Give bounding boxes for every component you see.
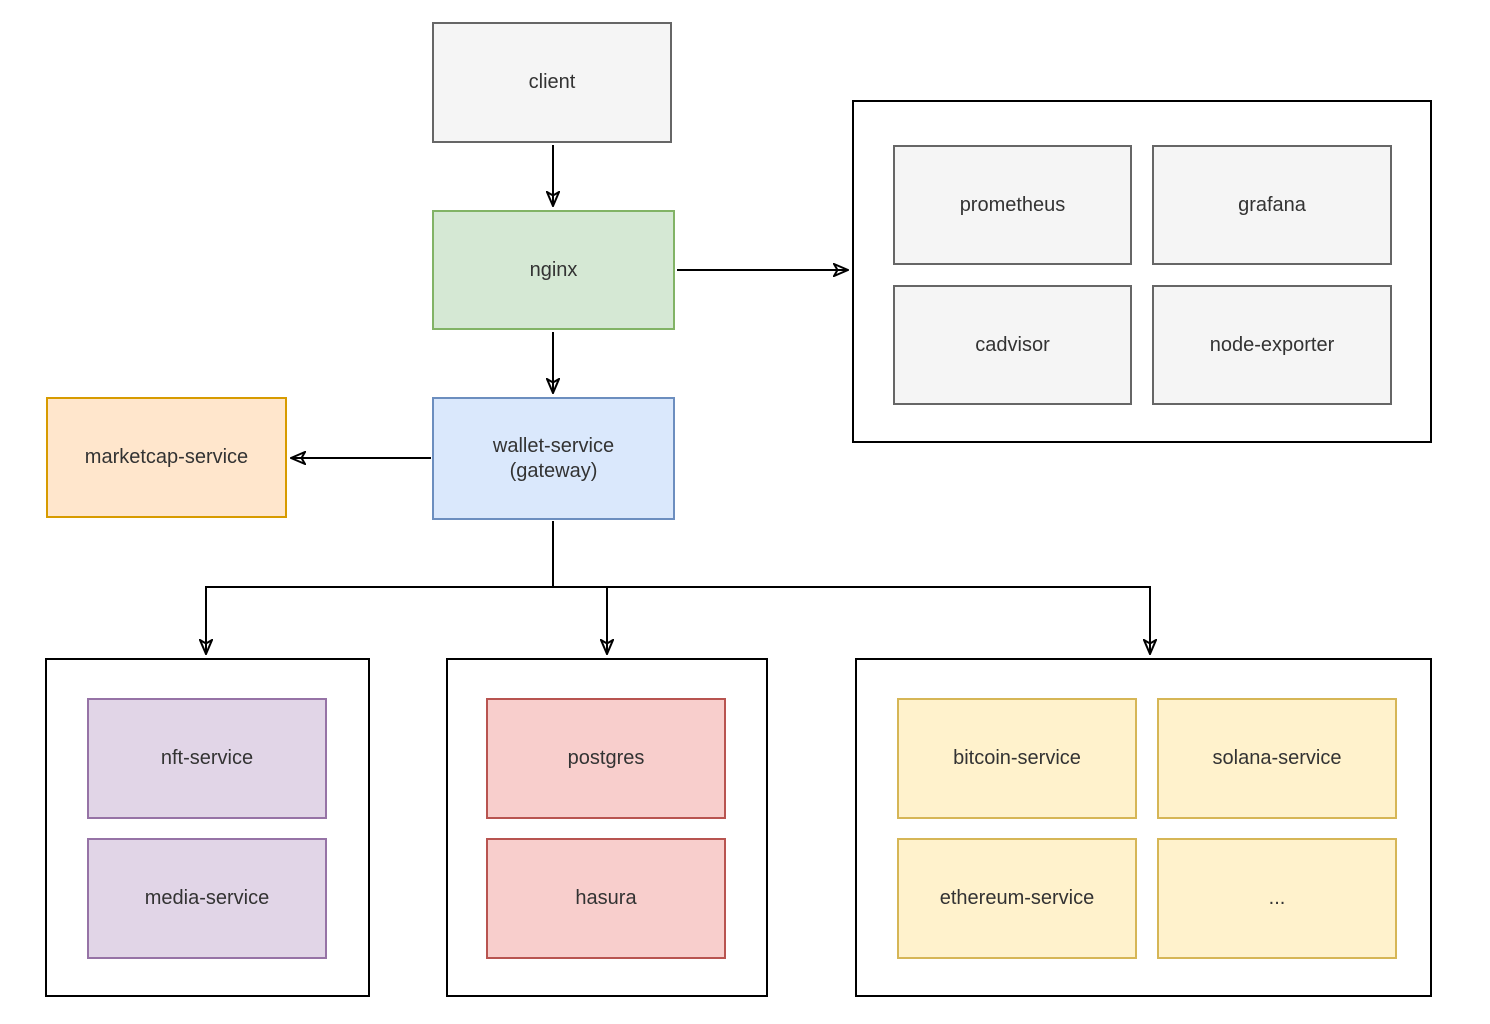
node-solana-service: solana-service [1157,698,1397,819]
node-marketcap-service: marketcap-service [46,397,287,518]
node-postgres: postgres [486,698,726,819]
node-hasura-label: hasura [575,887,637,909]
node-nginx-label: nginx [529,258,578,281]
node-node-exporter: node-exporter [1152,285,1392,405]
node-solana-service-label: solana-service [1212,747,1342,769]
node-client: client [432,22,672,143]
node-nft-service-label: nft-service [160,747,254,769]
node-wallet-service-label: wallet-service (gateway) [492,434,615,482]
node-nft-service: nft-service [87,698,327,819]
node-bitcoin-service-label: bitcoin-service [953,747,1081,769]
node-prometheus: prometheus [893,145,1132,265]
node-hasura: hasura [486,838,726,959]
node-bitcoin-service: bitcoin-service [897,698,1137,819]
node-media-service-label: media-service [144,887,270,909]
node-nginx: nginx [432,210,675,330]
node-client-label: client [528,71,576,93]
node-media-service: media-service [87,838,327,959]
node-ethereum-service: ethereum-service [897,838,1137,959]
node-grafana-label: grafana [1238,193,1306,216]
node-grafana: grafana [1152,145,1392,265]
node-more-services-label: ... [1268,887,1286,909]
node-wallet-service: wallet-service (gateway) [432,397,675,520]
node-prometheus-label: prometheus [959,193,1066,216]
node-cadvisor: cadvisor [893,285,1132,405]
node-ethereum-service-label: ethereum-service [939,887,1095,909]
node-node-exporter-label: node-exporter [1209,333,1335,356]
node-cadvisor-label: cadvisor [975,333,1050,356]
node-postgres-label: postgres [567,747,645,769]
node-marketcap-service-label: marketcap-service [84,446,249,468]
node-more-services: ... [1157,838,1397,959]
